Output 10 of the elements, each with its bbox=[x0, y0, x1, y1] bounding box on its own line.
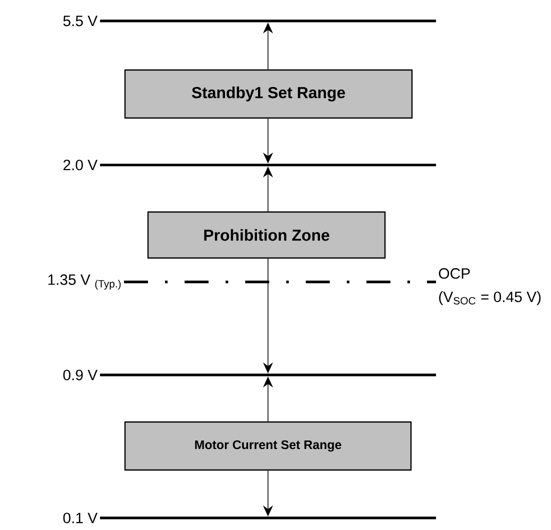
range-box: Motor Current Set Range bbox=[124, 421, 412, 471]
ocp-label: (V$_{SOC}$ = 0.45 V) bbox=[439, 291, 541, 306]
level-line: 2.0 V bbox=[63, 160, 436, 170]
range-box: Prohibition Zone bbox=[147, 211, 386, 259]
level-line: 0.1 V bbox=[63, 512, 436, 524]
ocp-label: OCP bbox=[438, 268, 470, 279]
level-line: 0.9 V bbox=[63, 370, 436, 380]
range-box: Standby1 Set Range bbox=[124, 69, 413, 119]
level-label: 1.35 V $_{(Typ.)}$ bbox=[48, 274, 121, 290]
level-line: 5.5 V bbox=[63, 16, 436, 26]
